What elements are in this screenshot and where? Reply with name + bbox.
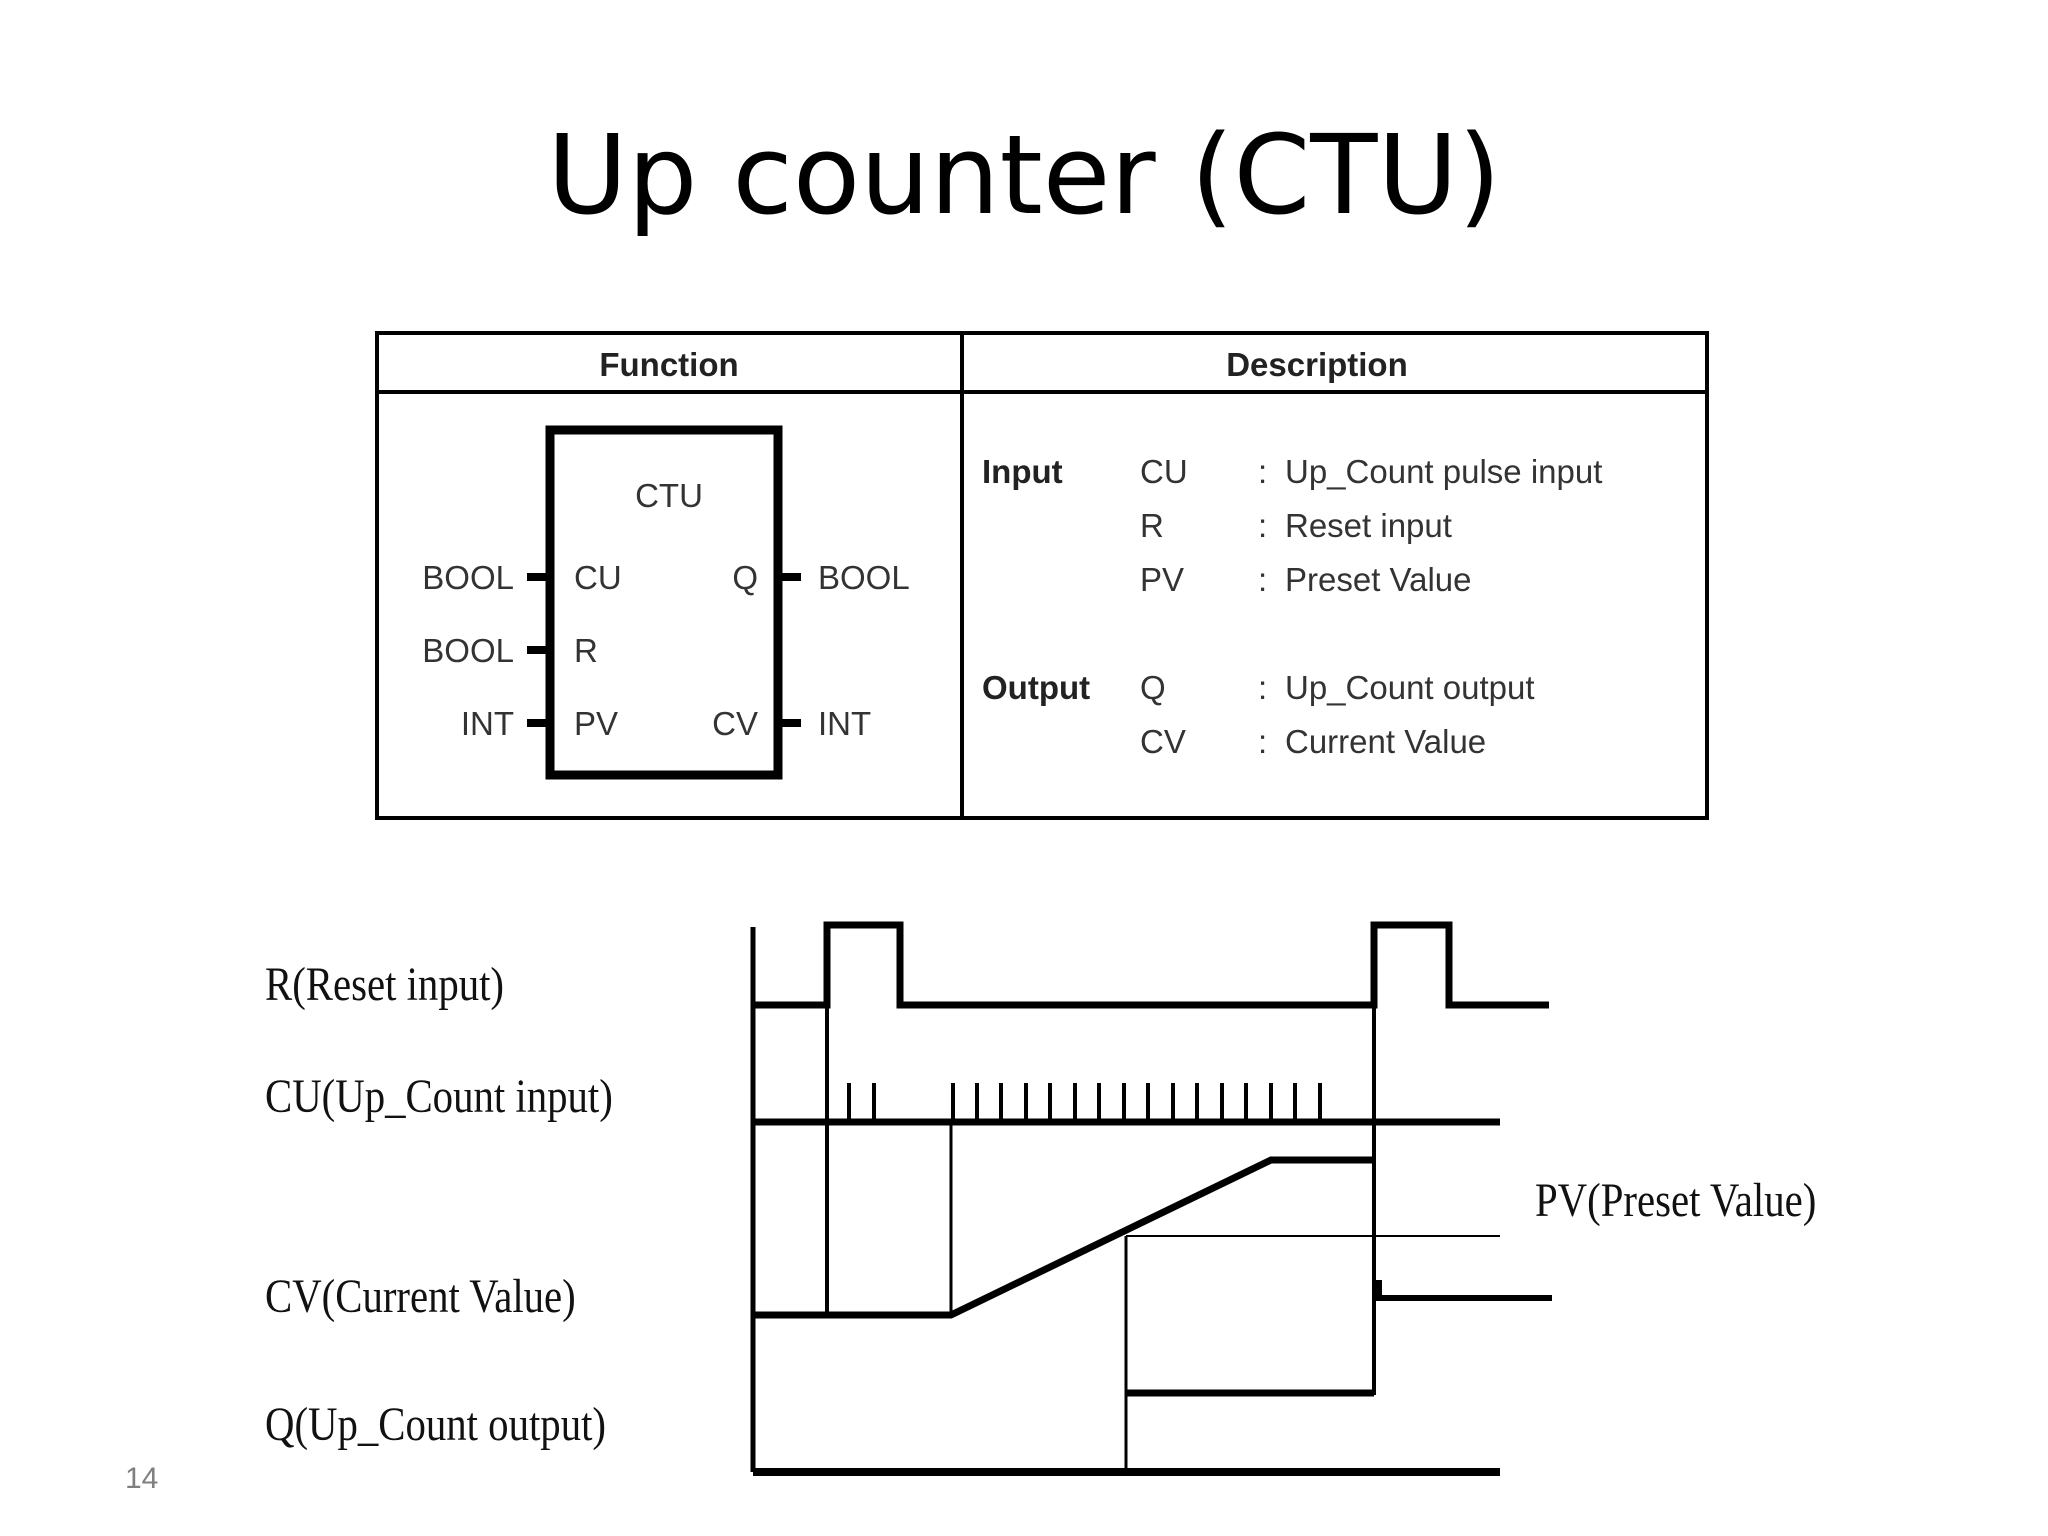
desc-text-q: Up_Count output (1285, 669, 1535, 706)
signal-label-up-count-output: Q(Up_Count output) (265, 1397, 606, 1451)
pin-label-cu: CU (574, 559, 622, 596)
ctu-block-name: CTU (635, 477, 703, 514)
input-type-r: BOOL (422, 632, 514, 669)
desc-text-pv: Preset Value (1285, 561, 1472, 598)
desc-pin-r: R (1140, 507, 1164, 544)
input-type-cu: BOOL (422, 559, 514, 596)
table-header-function: Function (599, 346, 738, 383)
desc-pin-pv: PV (1140, 561, 1184, 598)
desc-sep-cu: : (1258, 453, 1267, 490)
desc-text-cu: Up_Count pulse input (1285, 453, 1602, 490)
timing-diagram: R(Reset input) CU(Up_Count input) CV(Cur… (265, 921, 1816, 1476)
pv-label: PV(Preset Value) (1535, 1173, 1816, 1227)
description-output-label: Output (982, 669, 1090, 706)
input-type-pv: INT (461, 705, 514, 742)
current-value-after-reset (1376, 1280, 1552, 1301)
desc-sep-pv: : (1258, 561, 1267, 598)
desc-sep-q: : (1258, 669, 1267, 706)
pin-label-cv: CV (712, 705, 758, 742)
desc-text-cv: Current Value (1285, 723, 1486, 760)
pin-label-q: Q (732, 559, 758, 596)
table-header-description: Description (1226, 346, 1408, 383)
pin-label-r: R (574, 632, 598, 669)
ctu-block (545, 425, 783, 780)
table-border (375, 331, 1709, 820)
up-count-pulses (847, 1083, 1322, 1122)
output-type-cv: INT (818, 705, 871, 742)
slide-title: Up counter (CTU) (547, 111, 1501, 239)
current-value-waveform (753, 1156, 1374, 1319)
desc-pin-cv: CV (1140, 723, 1186, 760)
pin-label-pv: PV (574, 705, 618, 742)
reset-waveform (753, 921, 1549, 1009)
desc-pin-cu: CU (1140, 453, 1188, 490)
description-input-label: Input (982, 453, 1063, 490)
desc-sep-cv: : (1258, 723, 1267, 760)
signal-label-current-value: CV(Current Value) (265, 1269, 576, 1323)
signal-label-up-count-input: CU(Up_Count input) (265, 1069, 613, 1123)
function-table: Function Description CTU BOOL BOOL INT C… (375, 331, 1709, 820)
output-type-q: BOOL (818, 559, 910, 596)
desc-sep-r: : (1258, 507, 1267, 544)
signal-label-reset: R(Reset input) (265, 957, 504, 1011)
desc-text-r: Reset input (1285, 507, 1452, 544)
desc-pin-q: Q (1140, 669, 1166, 706)
page-number: 14 (125, 1462, 159, 1495)
